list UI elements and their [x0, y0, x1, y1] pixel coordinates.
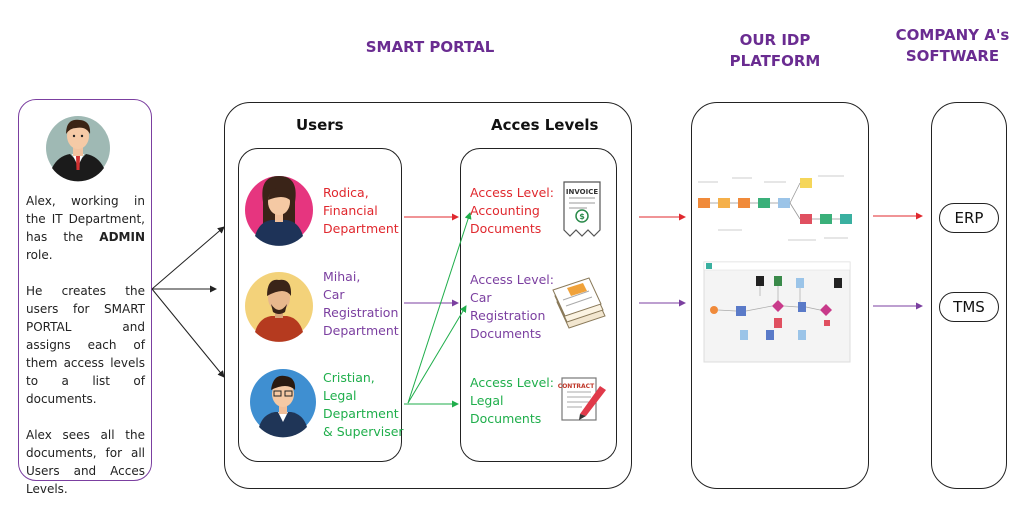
access-car-line3: Registration: [470, 308, 546, 323]
access-label-car-registration: Access Level: Car Registration Documents: [470, 271, 554, 343]
tms-pill: TMS: [939, 292, 999, 322]
user-cristian-line2: Legal: [323, 388, 357, 403]
company-heading-line1: COMPANY A's: [895, 26, 1010, 44]
user-rodica-line1: Rodica,: [323, 185, 369, 200]
users-title: Users: [296, 116, 344, 134]
access-label-legal: Access Level: Legal Documents: [470, 374, 554, 428]
admin-role-bold: ADMIN: [99, 230, 145, 244]
user-mihai-line1: Mihai,: [323, 269, 361, 284]
idp-platform-heading: OUR IDP PLATFORM: [710, 30, 840, 72]
user-cristian-line3: Department: [323, 406, 399, 421]
access-levels-title: Acces Levels: [491, 116, 599, 134]
arrow-admin-to-top: [151, 226, 225, 290]
access-legal-line1: Access Level:: [470, 375, 554, 390]
access-legal-line2: Legal: [470, 393, 504, 408]
user-mihai-line4: Department: [323, 323, 399, 338]
admin-desc-p1-pre: Alex, working in the IT Department, has …: [26, 194, 145, 244]
access-car-line2: Car: [470, 290, 492, 305]
user-label-rodica: Rodica, Financial Department: [323, 184, 399, 238]
user-label-cristian: Cristian, Legal Department & Superviser: [323, 369, 404, 441]
admin-desc-p1-post: role.: [26, 248, 53, 262]
smart-portal-heading: SMART PORTAL: [365, 38, 495, 56]
admin-desc-p3: Alex sees all the documents, for all Use…: [26, 428, 145, 496]
admin-desc-p2: He creates the users for SMART PORTAL an…: [26, 284, 145, 406]
user-cristian-line1: Cristian,: [323, 370, 375, 385]
user-rodica-line3: Department: [323, 221, 399, 236]
user-label-mihai: Mihai, Car Registration Department: [323, 268, 399, 340]
access-car-line1: Access Level:: [470, 272, 554, 287]
company-software-heading: COMPANY A's SOFTWARE: [885, 25, 1020, 67]
user-cristian-line4: & Superviser: [323, 424, 404, 439]
access-car-line4: Documents: [470, 326, 542, 341]
access-label-accounting: Access Level: Accounting Documents: [470, 184, 554, 238]
erp-pill: ERP: [939, 203, 999, 233]
user-mihai-line2: Car: [323, 287, 345, 302]
access-legal-line3: Documents: [470, 411, 542, 426]
access-accounting-line3: Documents: [470, 221, 542, 236]
access-accounting-line2: Accounting: [470, 203, 540, 218]
company-heading-line2: SOFTWARE: [905, 47, 1000, 65]
arrow-admin-to-bottom: [151, 288, 225, 378]
user-mihai-line3: Registration: [323, 305, 399, 320]
admin-desc-p1: Alex, working in the IT Department, has …: [26, 192, 145, 264]
user-rodica-line2: Financial: [323, 203, 378, 218]
idp-heading-line1: OUR IDP: [739, 31, 811, 49]
access-accounting-line1: Access Level:: [470, 185, 554, 200]
idp-platform-box: [691, 102, 869, 489]
idp-heading-line2: PLATFORM: [729, 52, 821, 70]
admin-description: Alex, working in the IT Department, has …: [26, 192, 145, 516]
